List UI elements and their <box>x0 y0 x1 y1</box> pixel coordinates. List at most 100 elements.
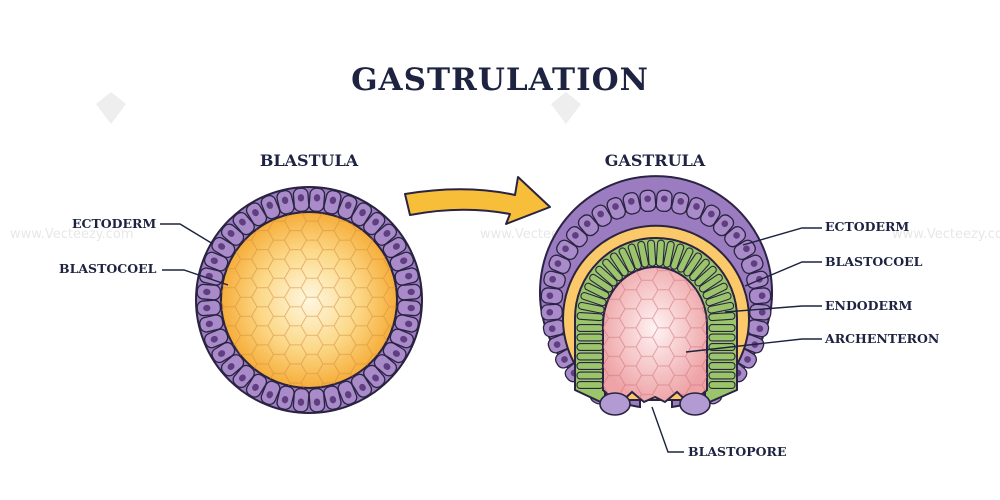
cell-nucleus <box>583 220 591 228</box>
endoderm-cell <box>708 352 736 361</box>
cell-nucleus <box>392 350 400 357</box>
endoderm-cell <box>576 311 604 322</box>
blastula-leader-ectoderm <box>160 223 214 245</box>
cell-nucleus <box>405 320 413 328</box>
cell-nucleus <box>359 383 366 391</box>
blastula-ectoderm-cells <box>196 187 422 413</box>
cell-nucleus <box>708 210 715 218</box>
cell-nucleus <box>554 260 562 267</box>
cell-nucleus <box>205 320 213 328</box>
gastrula-label-blastopore: BLASTOPORE <box>688 444 786 459</box>
page-title: GASTRULATION <box>351 62 649 98</box>
endoderm-cell <box>576 333 604 342</box>
cell-nucleus <box>281 396 289 404</box>
cell-nucleus <box>572 232 579 239</box>
cell-nucleus <box>383 230 391 237</box>
cell-nucleus <box>750 260 758 267</box>
cell-nucleus <box>597 210 604 218</box>
cell-nucleus <box>329 396 337 404</box>
cell-nucleus <box>405 272 413 280</box>
cell-nucleus <box>203 304 211 312</box>
gastrula-heading: GASTRULA <box>605 151 706 170</box>
cell-nucleus <box>548 325 556 333</box>
cell-nucleus <box>239 218 246 226</box>
endoderm-cell <box>705 292 732 307</box>
cell-nucleus <box>344 391 352 399</box>
cell-nucleus <box>407 304 415 312</box>
cell-nucleus <box>372 218 379 226</box>
gastrula-leader-blastocoel <box>744 261 822 287</box>
cell-nucleus <box>549 275 557 283</box>
endoderm-cell <box>683 252 703 277</box>
cell-nucleus <box>407 288 415 296</box>
cell-nucleus <box>758 308 766 316</box>
endoderm-cell <box>708 381 736 389</box>
cell-nucleus <box>218 350 226 357</box>
blastopore-lip-left <box>599 392 631 416</box>
endoderm-cell <box>708 324 736 332</box>
endoderm-cell <box>670 243 685 270</box>
cell-nucleus <box>677 198 685 205</box>
endoderm-cell <box>576 343 604 351</box>
gastrula-leader-archenteron <box>685 338 822 353</box>
endoderm-cell <box>595 265 618 287</box>
blastula-label-blastocoel: BLASTOCOEL <box>59 261 157 276</box>
endoderm-cell <box>576 371 604 380</box>
blastula-heading: BLASTULA <box>260 151 359 170</box>
cell-nucleus <box>227 230 235 237</box>
cell-nucleus <box>383 363 391 370</box>
endoderm-cell <box>663 240 675 268</box>
endoderm-cell <box>655 239 665 267</box>
endoderm-cell <box>676 247 694 273</box>
gastrula-leader-ectoderm <box>742 227 822 246</box>
cell-nucleus <box>372 374 379 382</box>
endoderm-cell <box>689 258 710 282</box>
cell-nucleus <box>743 245 750 253</box>
gastrula-label-blastocoel: BLASTOCOEL <box>825 254 923 269</box>
cell-nucleus <box>281 196 289 204</box>
watermark-text-3: www.Vecteezy.com <box>892 227 1000 242</box>
cell-nucleus <box>203 288 211 296</box>
blastula-yolk-pattern <box>221 212 397 388</box>
cell-nucleus <box>329 196 337 204</box>
cell-nucleus <box>612 203 619 210</box>
arrow-icon <box>404 176 551 225</box>
endoderm-cell <box>647 239 657 267</box>
cell-nucleus <box>313 194 321 202</box>
cell-nucleus <box>297 194 305 202</box>
cell-nucleus <box>660 195 668 203</box>
logo-icon <box>96 92 581 124</box>
endoderm-cell <box>576 324 604 332</box>
cell-nucleus <box>758 292 766 299</box>
cell-nucleus <box>562 245 569 253</box>
endoderm-cell <box>708 311 736 322</box>
endoderm-cell <box>707 301 735 314</box>
cell-nucleus <box>227 363 235 370</box>
blastula-label-ectoderm: ECTODERM <box>72 216 156 231</box>
blastula-embryo <box>195 186 423 414</box>
cell-nucleus <box>561 356 568 363</box>
endoderm-cell <box>694 265 717 287</box>
cell-nucleus <box>266 391 274 399</box>
archenteron-pattern <box>603 267 707 404</box>
endoderm-cell <box>698 273 723 293</box>
cell-nucleus <box>400 335 408 343</box>
cell-nucleus <box>644 195 652 203</box>
cell-nucleus <box>733 232 740 239</box>
gastrula-embryo <box>539 175 773 416</box>
cell-nucleus <box>392 243 400 250</box>
gastrula-label-endoderm: ENDODERM <box>825 298 912 313</box>
cell-nucleus <box>218 243 226 250</box>
cell-nucleus <box>210 335 218 343</box>
cell-nucleus <box>553 341 561 348</box>
endoderm-cell <box>589 273 614 293</box>
gastrula-label-archenteron: ARCHENTERON <box>824 331 939 346</box>
cell-nucleus <box>400 257 408 265</box>
endoderm-cell <box>708 362 736 370</box>
blastula-leader-blastocoel <box>162 269 229 286</box>
cell-nucleus <box>313 398 321 406</box>
endoderm-cell <box>702 282 728 300</box>
endoderm-cell <box>576 362 604 370</box>
